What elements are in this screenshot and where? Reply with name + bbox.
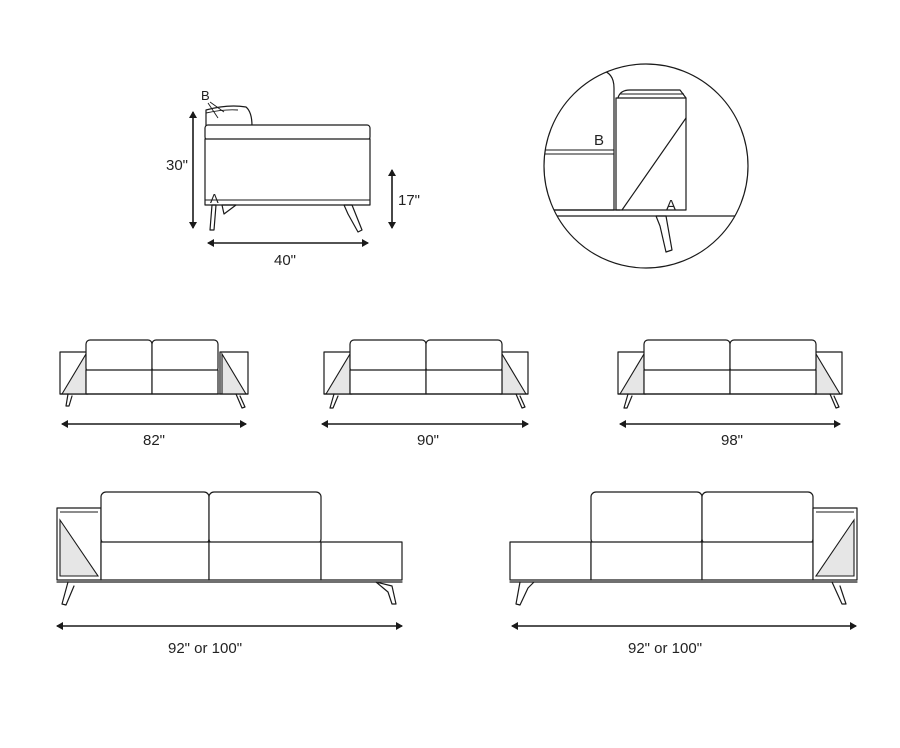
seat-height-label: 17" xyxy=(398,192,420,209)
sofa-base-profile xyxy=(204,138,371,206)
sofa-82 xyxy=(59,339,249,409)
detail-circle xyxy=(543,63,749,269)
sofa-98 xyxy=(617,339,843,409)
leg-back xyxy=(343,204,363,233)
chaise-left-width-label: 92" or 100" xyxy=(168,640,242,657)
chaise-sofa-left-arm xyxy=(56,491,403,606)
detail-point-b-label: B xyxy=(594,132,604,149)
seat-cushion-profile xyxy=(204,124,371,141)
height-label: 30" xyxy=(166,157,188,174)
depth-label: 40" xyxy=(274,252,296,269)
side-view: 30" A B 17" 40" xyxy=(166,88,420,269)
arm-detail xyxy=(615,97,687,211)
leg-front xyxy=(209,204,217,231)
detail-point-a-label: A xyxy=(666,197,676,214)
sofa-98-width-label: 98" xyxy=(721,432,743,449)
chaise-sofa-right-arm xyxy=(509,491,858,606)
chaise-right-width-label: 92" or 100" xyxy=(628,640,702,657)
sofa-90-width-label: 90" xyxy=(417,432,439,449)
detail-view: B A xyxy=(543,63,749,269)
point-b-label: B xyxy=(201,88,210,103)
back-cushion-profile xyxy=(205,105,253,127)
sofa-90 xyxy=(323,339,529,409)
sofa-82-width-label: 82" xyxy=(143,432,165,449)
point-a-label: A xyxy=(210,191,219,206)
